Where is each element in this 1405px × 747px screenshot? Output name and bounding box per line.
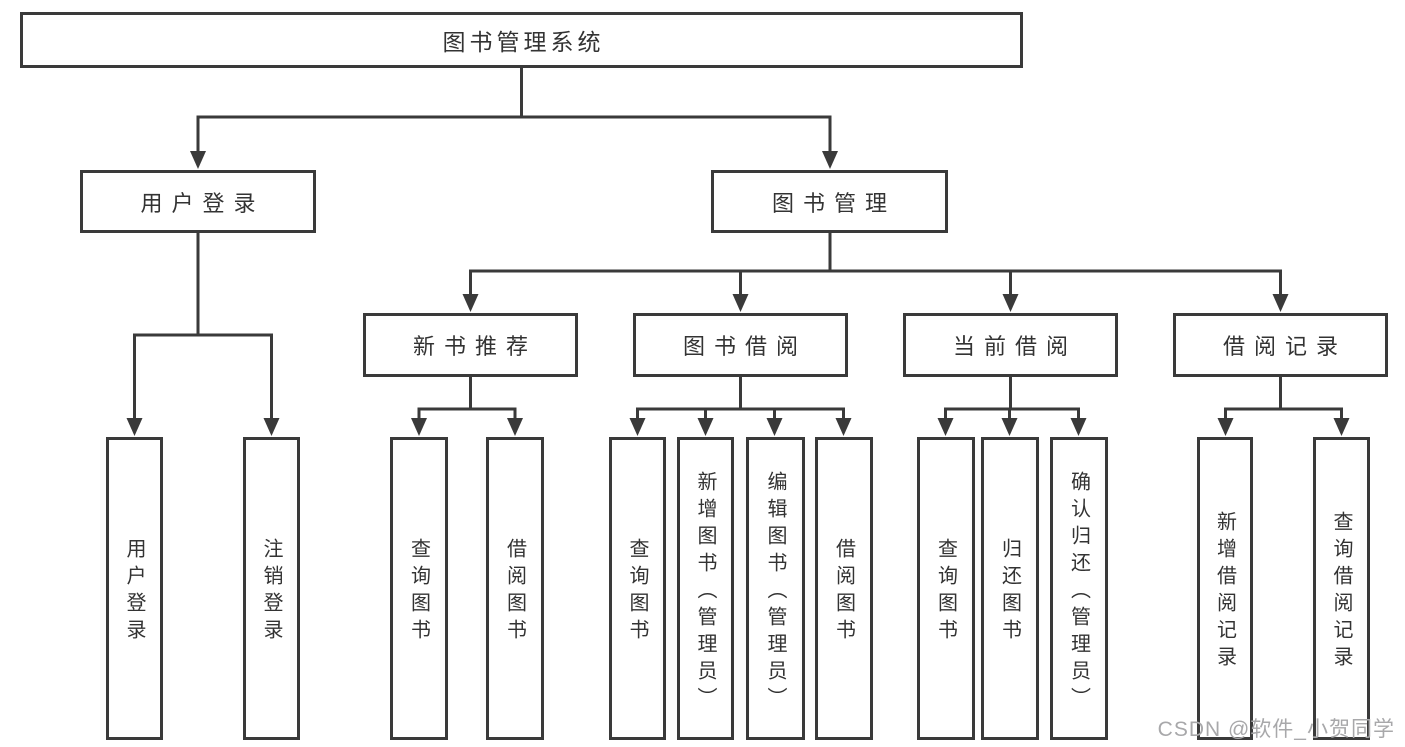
arrow-icon: [732, 294, 749, 312]
node-label: 注销登录: [260, 538, 282, 646]
node-label: 借阅图书: [503, 538, 526, 646]
connector-user-login: [133, 233, 273, 421]
leaf-add-borrow-record: 新增借阅记录: [1197, 437, 1253, 740]
node-label: 查询图书: [934, 538, 957, 646]
connector-book-borrow: [636, 377, 845, 421]
connector-new-book-rec: [417, 377, 517, 421]
node-label: 编辑图书（管理员）: [764, 470, 786, 714]
node-book-borrow: 图书借阅: [633, 313, 848, 377]
leaf-user-login: 用户登录: [106, 437, 163, 740]
leaf-borrow-books: 借阅图书: [815, 437, 873, 740]
arrow-icon: [629, 418, 646, 436]
node-label: 确认归还（管理员）: [1067, 470, 1090, 714]
node-label: 新增借阅记录: [1213, 511, 1236, 673]
arrow-icon: [190, 151, 206, 169]
arrow-icon: [822, 151, 838, 169]
csdn-watermark: CSDN @软件_小贺同学: [1157, 718, 1395, 741]
connector-book-mgmt: [469, 233, 1282, 297]
leaf-query-books-recommend: 查询图书: [390, 437, 448, 740]
arrow-icon: [697, 418, 714, 436]
leaf-return-books: 归还图书: [981, 437, 1039, 740]
leaf-query-books-current: 查询图书: [917, 437, 975, 740]
node-label: 新书推荐: [412, 334, 537, 359]
leaf-confirm-return-admin: 确认归还（管理员）: [1050, 437, 1108, 740]
arrow-icon: [507, 418, 523, 436]
node-user-login: 用户登录: [80, 170, 316, 233]
node-label: 用户登录: [123, 538, 145, 646]
node-label: 查询图书: [407, 538, 430, 646]
arrow-icon: [1272, 294, 1289, 312]
arrow-icon: [766, 418, 783, 436]
node-label: 归还图书: [998, 538, 1021, 646]
leaf-query-borrow-record: 查询借阅记录: [1313, 437, 1370, 740]
connector-root: [196, 68, 832, 154]
leaf-borrow-books-recommend: 借阅图书: [486, 437, 544, 740]
node-root-system: 图书管理系统: [20, 12, 1023, 68]
leaf-logout: 注销登录: [243, 437, 300, 740]
arrow-icon: [462, 294, 479, 312]
node-label: 当前借阅: [952, 334, 1077, 359]
arrow-icon: [937, 418, 954, 436]
arrow-icon: [835, 418, 852, 436]
arrow-icon: [1333, 418, 1350, 436]
node-label: 新增图书（管理员）: [694, 470, 716, 714]
node-current-borrow: 当前借阅: [903, 313, 1118, 377]
node-label: 图书借阅: [682, 334, 807, 359]
arrow-icon: [411, 418, 427, 436]
node-label: 图书管理: [771, 190, 896, 216]
node-label: 查询图书: [626, 538, 648, 646]
connector-current-borrow: [944, 377, 1080, 421]
node-book-management: 图书管理: [711, 170, 948, 233]
leaf-add-books-admin: 新增图书（管理员）: [677, 437, 734, 740]
node-label: 图书管理系统: [442, 29, 605, 55]
leaf-query-books-borrow: 查询图书: [609, 437, 666, 740]
arrow-icon: [1217, 418, 1234, 436]
arrow-icon: [1001, 418, 1018, 436]
leaf-edit-books-admin: 编辑图书（管理员）: [746, 437, 805, 740]
node-label: 借阅图书: [832, 538, 855, 646]
arrow-icon: [1002, 294, 1019, 312]
node-label: 查询借阅记录: [1330, 511, 1352, 673]
arrow-icon: [126, 418, 143, 436]
arrow-icon: [1070, 418, 1087, 436]
arrow-icon: [263, 418, 280, 436]
node-borrow-records: 借阅记录: [1173, 313, 1388, 377]
arrowheads: [126, 151, 1350, 436]
node-label: 用户登录: [140, 190, 265, 216]
node-new-book-recommend: 新书推荐: [363, 313, 578, 377]
connector-borrow-records: [1224, 377, 1343, 421]
node-label: 借阅记录: [1222, 334, 1347, 359]
